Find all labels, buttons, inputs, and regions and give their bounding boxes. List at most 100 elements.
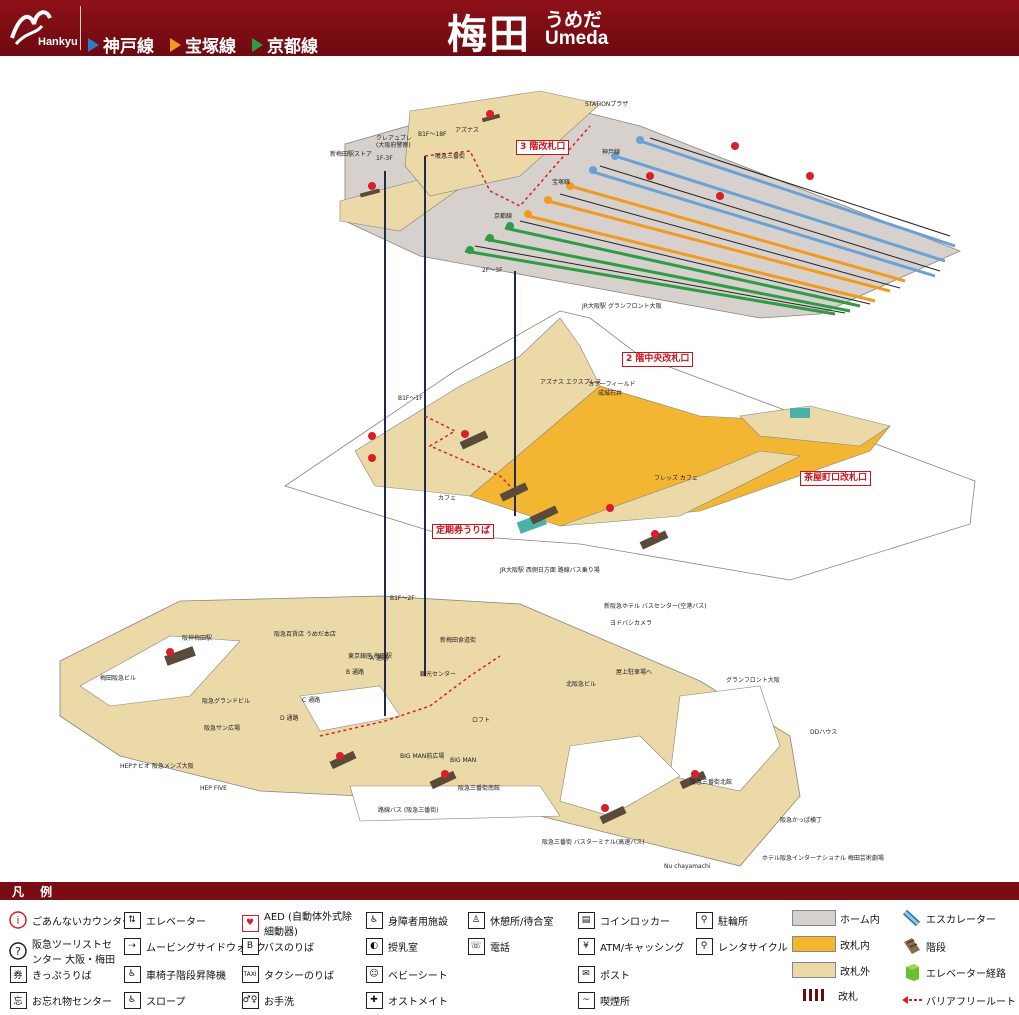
legend-header: 凡 例: [0, 882, 1019, 900]
map-label: 阪急三番街: [435, 153, 466, 160]
bus-icon: B: [240, 936, 260, 956]
nursing-room-icon: ◐: [364, 936, 384, 956]
exit-number-markers: [166, 110, 814, 812]
line-takarazuka-label: 宝塚線: [185, 37, 236, 57]
ticket-icon: 券: [8, 964, 28, 984]
legend-area-platform: ホーム内: [792, 910, 880, 926]
legend-route-elevator: エレベーター経路: [902, 962, 1006, 982]
stairs-and-escalators: [164, 113, 707, 825]
kobe-line-arrow-icon: [88, 37, 99, 52]
stair-lift-icon: ♿: [122, 964, 142, 984]
map-label: B1F〜2F: [390, 595, 415, 602]
restroom-icon: ♂♀: [240, 990, 260, 1010]
map-label: 1F-3F: [376, 155, 393, 162]
map-label: アズナス: [455, 127, 480, 134]
legend-item: 券 きっぷうりば: [8, 964, 92, 984]
hankyu-logo-icon: [10, 10, 52, 46]
legend-title: 凡 例: [12, 885, 59, 899]
legend-item: ♿ 車椅子階段昇降機: [122, 964, 226, 984]
map-label: (大阪府警察): [376, 142, 411, 149]
map-label: 北阪急ビル: [566, 681, 597, 688]
svg-text:i: i: [16, 914, 19, 927]
legend-item: ♿ スロープ: [122, 990, 185, 1010]
legend-item: i ごあんないカウンター: [8, 910, 132, 930]
legend-item: ♿ 身障者用施設: [364, 910, 448, 930]
map-label: B1F〜1F: [398, 395, 423, 402]
map-label: 阪急百貨店 うめだ本店: [274, 631, 336, 638]
map-label: JR大阪駅 西側日方面 路線バス乗り場: [500, 567, 600, 574]
legend-item: TAXI タクシーのりば: [240, 964, 334, 984]
slope-icon: ♿: [122, 990, 142, 1010]
platform-markers-kyoto: [466, 222, 514, 254]
outside-gate-swatch: [792, 962, 836, 978]
legend-item: ✉ ポスト: [576, 964, 630, 984]
elevator-route-icon: [902, 962, 922, 982]
legend-item: ♙ 休憩所/待合室: [466, 910, 553, 930]
map-label: フレッズ カフェ: [654, 475, 698, 482]
bicycle-parking-icon: ⚲: [694, 910, 714, 930]
taxi-icon: TAXI: [240, 964, 260, 984]
legend-route-stairs: 階段: [902, 936, 946, 956]
legend-area-gate: 改札: [792, 988, 858, 1003]
gate-chayamachi: 茶屋町口改札口: [800, 471, 872, 486]
kyoto-line-arrow-icon: [252, 37, 263, 52]
station-name-kana: うめだ: [545, 9, 603, 31]
floor-1-street: [59, 595, 801, 867]
legend-item: ♂♀ お手洗: [240, 990, 294, 1010]
pass-office-label: 定期券うりば: [432, 524, 495, 539]
legend: i ごあんないカウンター ? 阪急ツーリストセンター 大阪・梅田 券 きっぷうり…: [0, 902, 1019, 1015]
atm-icon: ¥: [576, 936, 596, 956]
locker-icon: ▤: [576, 910, 596, 930]
info-icon: i: [8, 910, 28, 930]
moving-walkway-icon: ⇢: [122, 936, 142, 956]
map-label: 宝塚線: [552, 179, 571, 186]
elevator-icon: ⇅: [122, 910, 142, 930]
barrier-free-routes: [319, 125, 591, 737]
platform-markers-kobe: [589, 136, 644, 174]
line-kyoto: 京都線: [252, 32, 318, 57]
platform-area-swatch: [792, 910, 836, 926]
lost-found-icon: 忘: [8, 990, 28, 1010]
map-label: Nu chayamachi: [664, 863, 711, 870]
map-label: グランフロント大阪: [726, 677, 780, 684]
header-divider: [80, 6, 81, 50]
legend-route-escalator: エスカレーター: [902, 908, 996, 928]
legend-item: ✚ オストメイト: [364, 990, 448, 1010]
map-label: 京都線: [494, 213, 513, 220]
line-takarazuka: 宝塚線: [170, 32, 236, 57]
map-label: B1F〜18F: [418, 131, 447, 138]
legend-item: ▤ コインロッカー: [576, 910, 670, 930]
stairs-icon: [902, 936, 922, 956]
map-label: 梅田阪急ビル: [100, 675, 137, 682]
map-label: 路線バス (阪急三番街): [378, 807, 439, 814]
escalator-icon: [902, 908, 922, 928]
takarazuka-line-arrow-icon: [170, 37, 181, 52]
legend-item: ¥ ATM/キャッシング: [576, 936, 684, 956]
map-label: 阪急サン広場: [204, 725, 241, 732]
station-map[interactable]: 3 階改札口 2 階中央改札口 茶屋町口改札口 定期券うりば STATIONプラ…: [0, 56, 1019, 880]
legend-item: ◐ 授乳室: [364, 936, 418, 956]
legend-area-outside-gate: 改札外: [792, 962, 870, 978]
legend-item: ⇅ エレベーター: [122, 910, 206, 930]
phone-icon: ☏: [466, 936, 486, 956]
platform-markers-takarazuka: [524, 182, 574, 218]
map-label: カラーフィールド: [588, 381, 636, 388]
barrier-free-route-icon: [902, 990, 922, 1010]
legend-area-inside-gate: 改札内: [792, 936, 870, 952]
legend-item: ~ 喫煙所: [576, 990, 630, 1010]
map-label: カフェ: [438, 495, 457, 502]
map-label: C 通路: [302, 697, 321, 704]
inside-gate-swatch: [792, 936, 836, 952]
legend-item: B バスのりば: [240, 936, 314, 956]
map-label: HEPナビオ 阪急メンズ大阪: [120, 763, 194, 770]
map-label: DDハウス: [810, 729, 838, 736]
floor-2-concourse: [284, 310, 976, 581]
map-label: 屋上駐車場へ: [616, 669, 653, 676]
map-label: BIG MAN: [450, 757, 477, 764]
rental-cycle-icon: ⚲: [694, 936, 714, 956]
header-bar: Hankyu 神戸線 宝塚線 京都線 梅田 うめだ Umeda: [0, 0, 1019, 58]
map-label: ロフト: [472, 717, 491, 724]
legend-item: 忘 お忘れ物センター: [8, 990, 112, 1010]
map-label: クレアュブレ: [376, 135, 413, 142]
map-label: 成城石井: [598, 390, 623, 397]
